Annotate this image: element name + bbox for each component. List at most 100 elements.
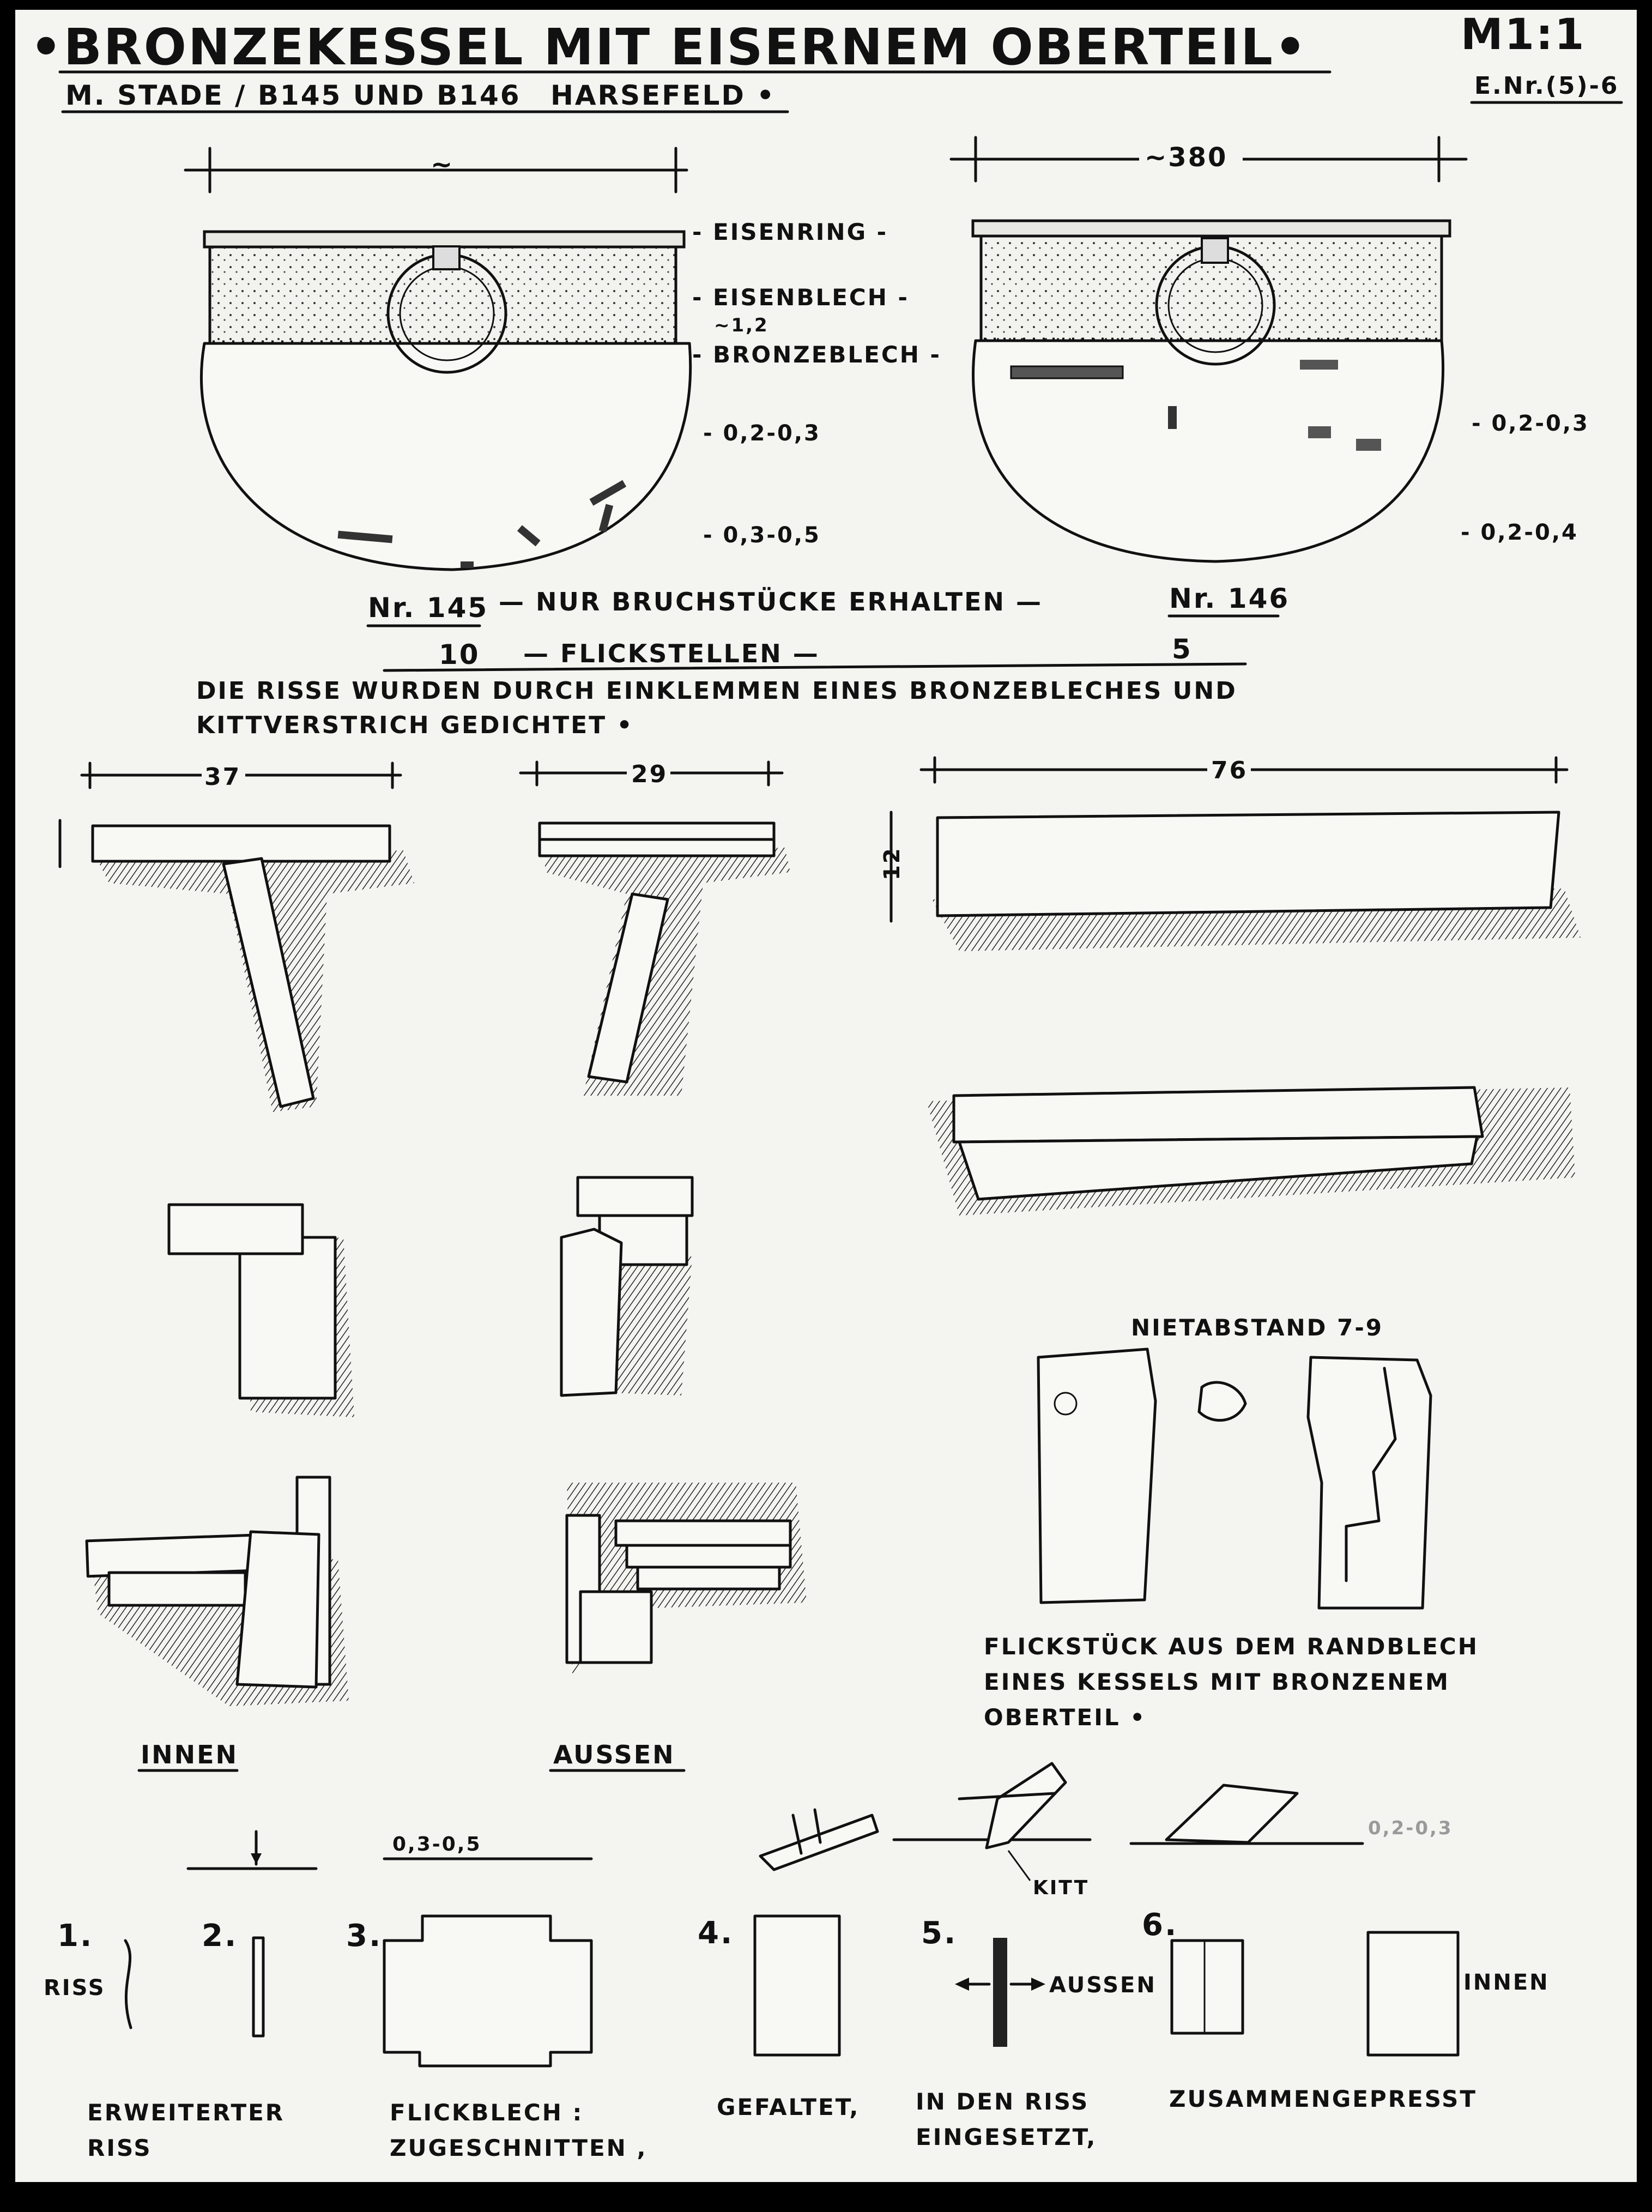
fragment-long-second [927,1086,1575,1216]
scale-label: M1:1 [1461,10,1586,59]
dimension-12: 12 [880,847,905,880]
place-label: HARSEFELD • [550,80,776,111]
process-top-sketches: 0,3-0,5 KITT 0,2-0,3 [186,1762,1453,1899]
header: •BRONZEKESSEL MIT EISERNEM OBERTEIL• M1:… [30,10,1623,113]
fragment-l-shape-right [560,1176,694,1397]
step-6-number: 6. [1142,1907,1178,1943]
patches-count-146: 5 [1172,633,1193,665]
step-3-number: 3. [346,1918,382,1954]
fragment-29-stem [587,892,669,1084]
fragment-l-horizontal [167,1203,304,1255]
step-2-number: 2. [202,1918,238,1954]
dimension-29: 29 [631,760,668,788]
step-5-caption-1: IN DEN RISS [916,2088,1089,2115]
site-label: M. STADE / B145 UND B146 [65,80,521,111]
fragment-note: — NUR BRUCHSTÜCKE ERHALTEN — [499,587,1043,617]
fragment-r-top [576,1176,694,1217]
rivet-patch-front [1037,1347,1157,1604]
kettle-145-iron-ring [203,230,686,249]
rivet-head-icon [1197,1381,1247,1422]
step-1-riss-label: RISS [44,1975,106,2001]
rivet-patch-back [1306,1356,1432,1610]
step-4-number: 4. [698,1915,734,1951]
kettle-captions: Nr. 145 — NUR BRUCHSTÜCKE ERHALTEN — Nr.… [196,583,1290,739]
innen-patch [235,1530,320,1689]
step-3-caption-1: FLICKBLECH : [390,2099,583,2126]
fragment-29-bar-top [538,821,776,841]
patch-caption-line-1: FLICKSTÜCK AUS DEM RANDBLECH [984,1633,1479,1660]
label-aussen: AUSSEN [553,1740,675,1769]
step-1-caption-2: RISS [87,2135,152,2161]
step-3-caption-2: ZUGESCHNITTEN , [390,2135,647,2161]
label-eisenblech: - EISENBLECH - [692,284,909,311]
pressed-patch-back [1366,1931,1460,2057]
label-bronzeblech: - BRONZEBLECH - [692,341,941,368]
step-4-caption: GEFALTET, [717,2094,860,2120]
patch-caption-line-3: OBERTEIL • [984,1704,1146,1731]
aussen-strip-1 [614,1519,792,1547]
kettle-145-dimension: ~ [431,149,454,180]
step-5-caption-2: EINGESETZT, [916,2124,1097,2150]
cut-patch-sheet [383,1914,593,2068]
dimension-76: 76 [1211,757,1248,784]
fragment-37-bar [91,824,391,863]
step-1-caption-1: ERWEITERTER [87,2099,285,2126]
pressed-strip-sketch [1165,1784,1299,1844]
label-thickness-12: ~1,2 [714,315,769,336]
fragment-long-bottom-strip [958,1135,1479,1201]
kettle-labels: - EISENRING - - EISENBLECH - ~1,2 - BRON… [692,219,941,548]
label-146-upper-thickness: - 0,2-0,3 [1472,411,1589,436]
kettle-146-dimension: ~380 [1145,142,1227,173]
step-6-side-label: INNEN [1463,1970,1550,1995]
kitt-label: KITT [1033,1877,1089,1899]
fragment-long-top-strip [952,1086,1484,1144]
kettle-146-bronze-body [972,339,1444,563]
description-line-2: KITTVERSTRICH GEDICHTET • [196,711,634,739]
fragment-37-stem [222,857,315,1108]
step-6-caption: ZUSAMMENGEPRESST [1169,2086,1477,2112]
kettle-145-patch [337,530,393,543]
step-1-number: 1. [57,1918,93,1954]
fragment-l-vertical [238,1236,337,1400]
step-5-side-label: AUSSEN [1049,1973,1157,1998]
fragment-r-vertical [560,1228,623,1397]
fragment-aussen-view: AUSSEN [549,1483,807,1772]
pressed-patch-front [1170,1939,1244,2035]
fragment-t-shape-29: 29 [519,759,790,1096]
fragment-t-shape-37: 37 [58,760,414,1112]
label-145-lower-thickness: - 0,3-0,5 [703,523,821,548]
thickness-dimension: 0,3-0,5 [392,1833,482,1856]
fragment-innen-view: INNEN [85,1476,349,1772]
description-line-1: DIE RISSE WURDEN DURCH EINKLEMMEN EINES … [196,677,1237,705]
crack-icon [124,1939,132,2029]
rivet-hole-icon [1054,1392,1078,1416]
kettle-146-iron-ring [971,219,1451,238]
label-145-upper-thickness: - 0,2-0,3 [703,421,821,446]
label-nr-146: Nr. 146 [1169,583,1290,614]
dimension-37: 37 [204,763,241,791]
label-146-lower-thickness: - 0,2-0,4 [1461,520,1578,545]
inserted-patch [993,1938,1007,2047]
innen-strip-2 [107,1571,247,1607]
kettle-146-patch [1010,365,1124,379]
reference-label: E.Nr.(5)-6 [1474,72,1619,100]
kettle-145-bronze-body [200,342,692,571]
inserted-strip-sketch [985,1762,1067,1850]
rivet-spacing-label: NIETABSTAND 7-9 [1131,1314,1383,1341]
aussen-patch [579,1590,653,1664]
patches-label: — FLICKSTELLEN — [523,639,820,668]
patch-caption-line-2: EINES KESSELS MIT BRONZENEM [984,1669,1450,1695]
label-eisenring: - EISENRING - [692,219,888,245]
process-steps: 1. RISS ERWEITERTER RISS 2. 3. FLICKBLEC… [44,1907,1550,2161]
label-nr-145: Nr. 145 [368,592,488,624]
drawing-title: •BRONZEKESSEL MIT EISERNEM OBERTEIL• [30,18,1308,76]
step-5-number: 5. [921,1915,957,1951]
kettle-145-drawing: ~ [184,147,692,571]
fragment-l-shape-left [167,1203,354,1417]
patches-count-145: 10 [439,639,480,670]
kettle-146-drawing: ~380 - 0,2-0,3 - 0,2-0,4 [949,136,1589,563]
right-thickness-dimension: 0,2-0,3 [1368,1817,1453,1839]
fragment-76-strip [936,811,1560,917]
